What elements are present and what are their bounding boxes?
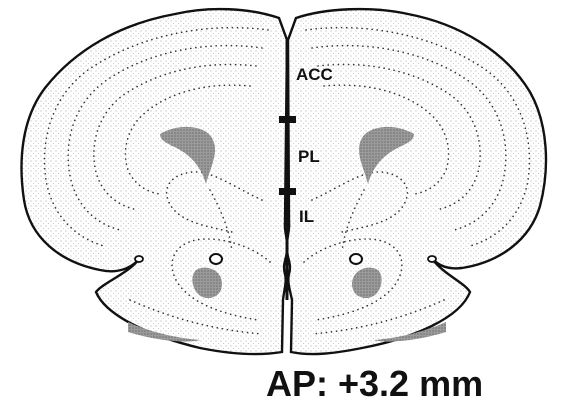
right-hemisphere-outline <box>287 9 546 354</box>
pl-il-boundary-marker <box>279 188 296 195</box>
il-label: IL <box>299 207 314 226</box>
left-anterior-commissure <box>210 254 222 264</box>
right-lateral-notch <box>428 256 436 262</box>
acc-label: ACC <box>296 65 333 84</box>
ap-coordinate-label: AP: +3.2 mm <box>266 363 483 401</box>
left-hemisphere-outline <box>22 9 288 354</box>
acc-pl-boundary-marker <box>279 116 296 123</box>
left-lateral-notch <box>135 256 143 262</box>
pl-label: PL <box>298 147 320 166</box>
right-anterior-commissure <box>350 254 362 264</box>
